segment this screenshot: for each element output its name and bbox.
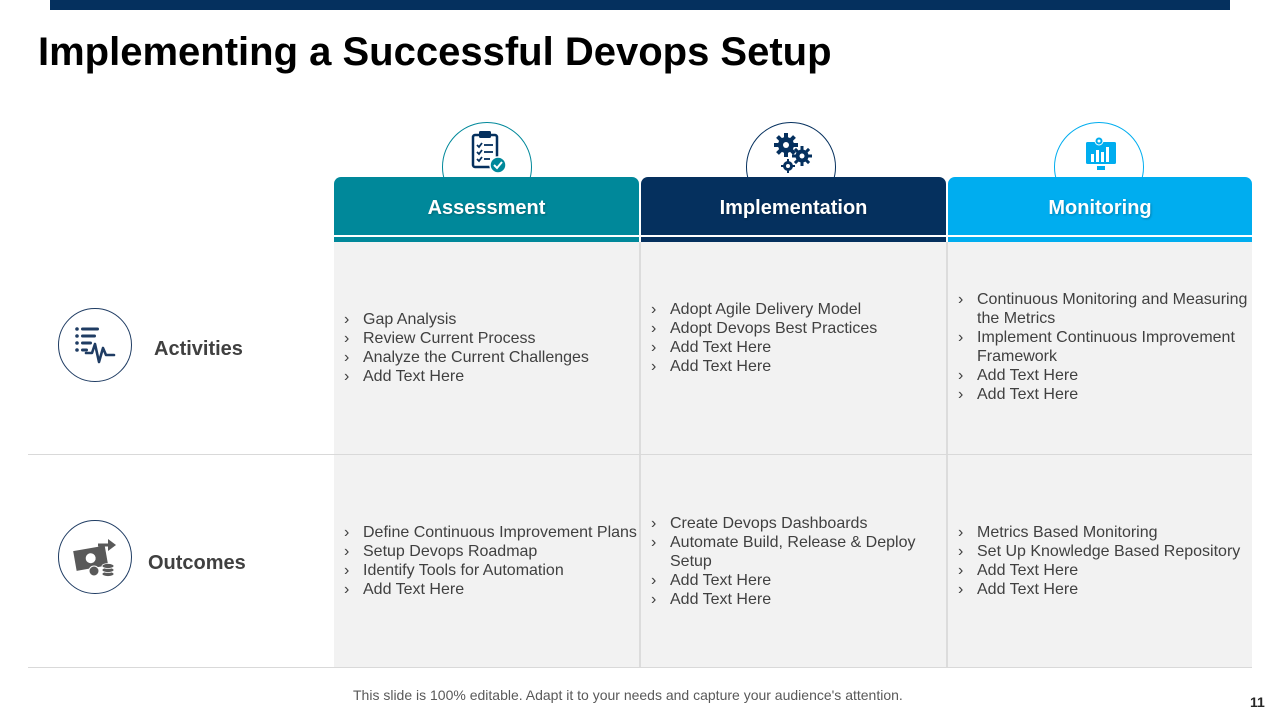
- monitoring-icon-badge: [1054, 122, 1144, 182]
- bullet-item: Add Text Here: [344, 580, 637, 599]
- row-label-outcomes: Outcomes: [148, 552, 246, 574]
- column-header-label: Implementation: [719, 197, 868, 219]
- bullet-item: Add Text Here: [958, 385, 1252, 404]
- cell-outcomes-monitoring: Metrics Based MonitoringSet Up Knowledge…: [948, 455, 1252, 667]
- column-header-implementation: Implementation: [641, 177, 946, 242]
- header-stripe: [641, 235, 946, 237]
- outcomes-icon-badge: [58, 520, 132, 594]
- bullet-item: Define Continuous Improvement Plans: [344, 523, 637, 542]
- bullet-item: Add Text Here: [651, 590, 946, 609]
- bullet-item: Add Text Here: [958, 580, 1240, 599]
- bullet-item: Continuous Monitoring and Measuring the …: [958, 290, 1252, 328]
- bullet-item: Adopt Agile Delivery Model: [651, 300, 877, 319]
- bullet-item: Add Text Here: [651, 571, 946, 590]
- bullet-item: Implement Continuous Improvement Framewo…: [958, 328, 1252, 366]
- bullet-item: Create Devops Dashboards: [651, 514, 946, 533]
- bullet-item: Set Up Knowledge Based Repository: [958, 542, 1240, 561]
- bullet-item: Setup Devops Roadmap: [344, 542, 637, 561]
- bullet-item: Add Text Here: [958, 561, 1240, 580]
- clipboard-check-icon: [471, 131, 507, 174]
- cell-activities-monitoring: Continuous Monitoring and Measuring the …: [948, 242, 1252, 454]
- bullet-list: Define Continuous Improvement PlansSetup…: [344, 523, 637, 599]
- bullet-item: Add Text Here: [344, 367, 589, 386]
- activities-icon-badge: [58, 308, 132, 382]
- row-divider: [28, 454, 1252, 455]
- bullet-item: Analyze the Current Challenges: [344, 348, 589, 367]
- cell-activities-assessment: Gap AnalysisReview Current ProcessAnalyz…: [334, 242, 639, 454]
- bullet-item: Gap Analysis: [344, 310, 589, 329]
- bullet-list: Create Devops DashboardsAutomate Build, …: [651, 514, 946, 609]
- cell-activities-implementation: Adopt Agile Delivery ModelAdopt Devops B…: [641, 242, 946, 454]
- bullet-list: Continuous Monitoring and Measuring the …: [958, 290, 1252, 404]
- gears-icon: [774, 133, 812, 173]
- bullet-item: Add Text Here: [651, 338, 877, 357]
- header-stripe: [334, 235, 639, 237]
- activity-list-icon: [75, 327, 116, 364]
- implementation-icon-badge: [746, 122, 836, 182]
- bullet-item: Review Current Process: [344, 329, 589, 348]
- bullet-list: Metrics Based MonitoringSet Up Knowledge…: [958, 523, 1240, 599]
- bullet-item: Adopt Devops Best Practices: [651, 319, 877, 338]
- bullet-item: Identify Tools for Automation: [344, 561, 637, 580]
- monitor-chart-icon: [1086, 136, 1116, 170]
- row-label-activities: Activities: [154, 338, 243, 360]
- page-title: Implementing a Successful Devops Setup: [38, 30, 832, 74]
- assessment-icon-badge: [442, 122, 532, 182]
- bullet-item: Automate Build, Release & Deploy Setup: [651, 533, 946, 571]
- bullet-list: Adopt Agile Delivery ModelAdopt Devops B…: [651, 300, 877, 376]
- cell-outcomes-assessment: Define Continuous Improvement PlansSetup…: [334, 455, 639, 667]
- bullet-item: Add Text Here: [958, 366, 1252, 385]
- column-header-assessment: Assessment: [334, 177, 639, 242]
- page-number: 11: [1250, 694, 1265, 710]
- bullet-item: Metrics Based Monitoring: [958, 523, 1240, 542]
- row-divider: [28, 667, 1252, 668]
- bullet-item: Add Text Here: [651, 357, 877, 376]
- bullet-list: Gap AnalysisReview Current ProcessAnalyz…: [344, 310, 589, 386]
- header-stripe: [948, 235, 1252, 237]
- column-header-label: Assessment: [427, 197, 546, 219]
- footer-note: This slide is 100% editable. Adapt it to…: [353, 687, 903, 703]
- cell-outcomes-implementation: Create Devops DashboardsAutomate Build, …: [641, 455, 946, 667]
- money-transfer-icon: [73, 539, 116, 577]
- top-accent-bar: [50, 0, 1230, 10]
- column-header-label: Monitoring: [1048, 197, 1152, 219]
- column-header-monitoring: Monitoring: [948, 177, 1252, 242]
